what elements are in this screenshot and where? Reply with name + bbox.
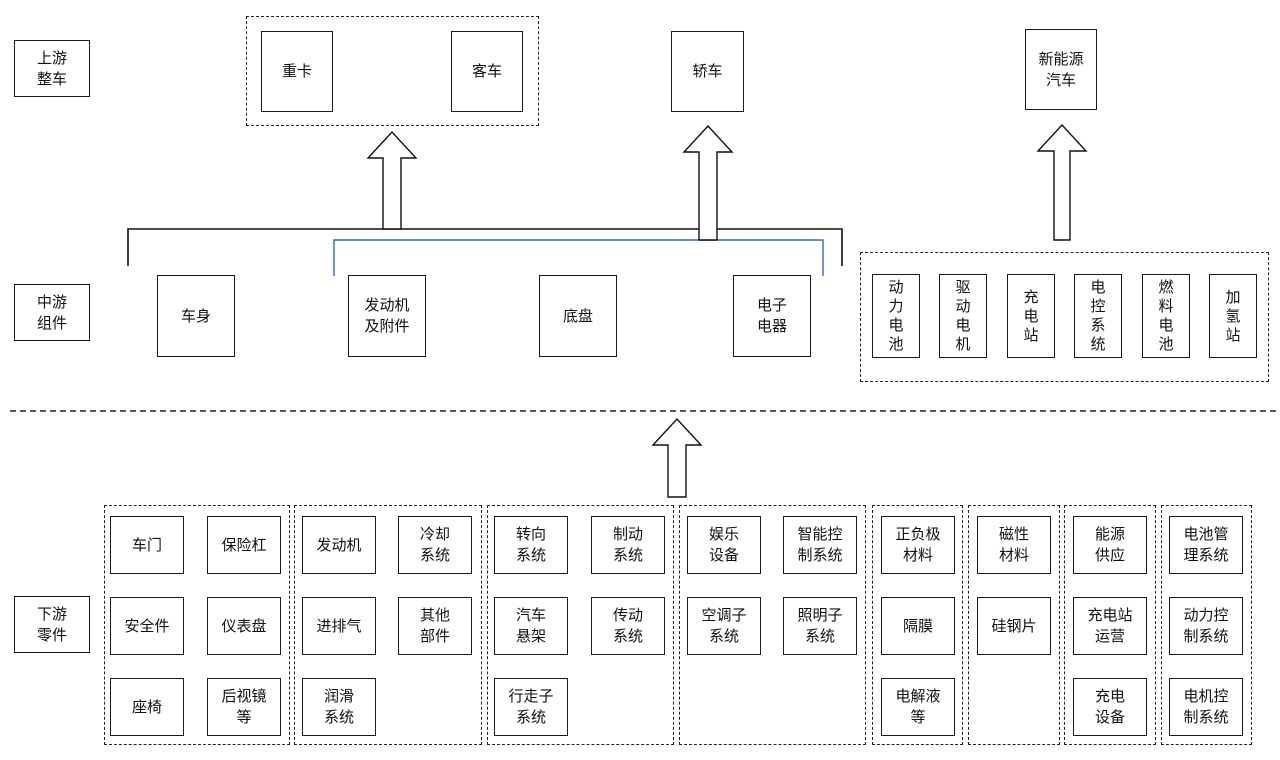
- tier-label-upstream: 上游 整车: [14, 40, 90, 97]
- electronic-parts-group: [679, 505, 866, 745]
- hydrogen-station-box: 加 氢 站: [1209, 274, 1257, 358]
- safety-parts-box: 安全件: [110, 597, 184, 655]
- intake-exhaust-box: 进排气: [302, 597, 376, 655]
- rearview-mirror-box: 后视镜 等: [207, 678, 281, 736]
- new-energy-vehicle-box: 新能源 汽车: [1025, 29, 1097, 110]
- electric-control-box: 电 控 系 统: [1074, 274, 1122, 358]
- battery-management-box: 电池管 理系统: [1169, 516, 1243, 574]
- battery-parts-group: [872, 505, 963, 745]
- suspension-box: 汽车 悬架: [494, 597, 568, 655]
- up-arrow-to-trucks: [366, 130, 418, 230]
- body-parts-group: [104, 505, 290, 745]
- bumper-box: 保险杠: [207, 516, 281, 574]
- braking-system-box: 制动 系统: [591, 516, 665, 574]
- energy-supply-box: 能源 供应: [1073, 516, 1147, 574]
- control-parts-group: [1161, 505, 1252, 745]
- power-battery-box: 动 力 电 池: [872, 274, 920, 358]
- chassis-parts-group: [487, 505, 674, 745]
- fuel-cell-box: 燃 料 电 池: [1142, 274, 1190, 358]
- blue-bracket: [333, 239, 824, 276]
- motor-control-box: 电机控 制系统: [1169, 678, 1243, 736]
- door-box: 车门: [110, 516, 184, 574]
- midstream-bracket: [127, 228, 843, 266]
- smart-control-box: 智能控 制系统: [783, 516, 857, 574]
- magnetic-material-box: 磁性 材料: [977, 516, 1051, 574]
- up-arrow-to-new-energy: [1036, 123, 1088, 241]
- charging-operation-box: 充电站 运营: [1073, 597, 1147, 655]
- sedan-box: 轿车: [671, 31, 744, 112]
- chassis-box: 底盘: [539, 275, 617, 357]
- entertainment-box: 娱乐 设备: [687, 516, 761, 574]
- commercial-vehicle-group: [246, 16, 539, 126]
- tier-label-midstream: 中游 组件: [14, 284, 90, 341]
- power-control-box: 动力控 制系统: [1169, 597, 1243, 655]
- engine-accessories-box: 发动机 及附件: [348, 275, 426, 357]
- cooling-system-box: 冷却 系统: [398, 516, 472, 574]
- charging-station-box: 充 电 站: [1007, 274, 1055, 358]
- tier-label-downstream: 下游 零件: [14, 596, 90, 653]
- running-gear-box: 行走子 系统: [494, 678, 568, 736]
- other-parts-box: 其他 部件: [398, 597, 472, 655]
- up-arrow-to-sedan: [682, 124, 734, 241]
- drive-motor-box: 驱 动 电 机: [939, 274, 987, 358]
- motor-parts-group: [968, 505, 1060, 745]
- silicon-steel-box: 硅钢片: [977, 597, 1051, 655]
- seat-box: 座椅: [110, 678, 184, 736]
- transmission-system-box: 传动 系统: [591, 597, 665, 655]
- steering-system-box: 转向 系统: [494, 516, 568, 574]
- engine-part-box: 发动机: [302, 516, 376, 574]
- electrode-material-box: 正负极 材料: [881, 516, 955, 574]
- heavy-truck-box: 重卡: [261, 31, 333, 112]
- charging-parts-group: [1064, 505, 1156, 745]
- electronics-box: 电子 电器: [733, 275, 811, 357]
- lubrication-system-box: 润滑 系统: [302, 678, 376, 736]
- separator-box: 隔膜: [881, 597, 955, 655]
- air-conditioning-box: 空调子 系统: [687, 597, 761, 655]
- engine-parts-group: [294, 505, 482, 745]
- bus-box: 客车: [451, 31, 523, 112]
- new-energy-components-group: [860, 252, 1269, 382]
- electrolyte-box: 电解液 等: [881, 678, 955, 736]
- charging-equipment-box: 充电 设备: [1073, 678, 1147, 736]
- dashboard-box: 仪表盘: [207, 597, 281, 655]
- car-body-box: 车身: [157, 275, 235, 357]
- lighting-system-box: 照明子 系统: [783, 597, 857, 655]
- up-arrow-from-parts: [651, 417, 703, 498]
